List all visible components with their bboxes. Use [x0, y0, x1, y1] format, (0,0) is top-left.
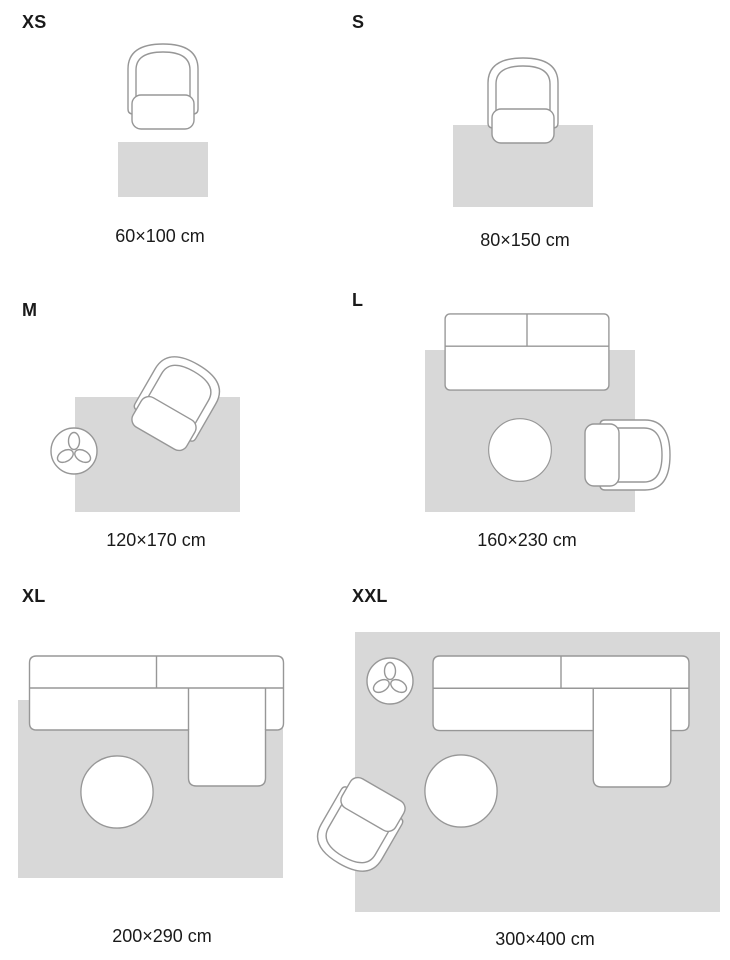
armchair-icon [487, 57, 559, 144]
size-panel-m: M 120×170 cm [0, 288, 340, 586]
size-panel-xxl: XXL 300×400 cm [300, 586, 730, 960]
size-caption-m: 120×170 cm [106, 530, 206, 550]
armchair-icon [127, 43, 199, 130]
size-label-xs: XS [22, 12, 47, 32]
size-caption-l: 160×230 cm [477, 530, 577, 550]
rug-shape [118, 142, 208, 197]
size-label-xxl: XXL [352, 586, 388, 606]
size-caption-xl: 200×290 cm [112, 926, 212, 946]
size-panel-xs: XS 60×100 cm [0, 0, 340, 288]
l-illustration [425, 313, 671, 512]
size-label-l: L [352, 290, 364, 310]
potted-plant-icon [366, 657, 414, 705]
size-caption-xxl: 300×400 cm [495, 929, 595, 949]
size-label-m: M [22, 300, 38, 320]
xl-illustration [18, 655, 285, 878]
size-caption-xs: 60×100 cm [115, 226, 205, 246]
coffee-table-icon [488, 418, 552, 482]
size-label-s: S [352, 12, 365, 32]
coffee-table-icon [424, 754, 498, 828]
s-illustration [453, 57, 593, 207]
size-panel-l: L 160×230 cm [330, 288, 730, 586]
xxl-illustration [307, 632, 720, 912]
potted-plant-icon [50, 427, 98, 475]
size-caption-s: 80×150 cm [480, 230, 570, 250]
size-panel-xl: XL 200×290 cm [0, 586, 340, 960]
coffee-table-icon [80, 755, 154, 829]
sofa-icon [444, 313, 610, 391]
armchair-icon [584, 419, 671, 491]
size-label-xl: XL [22, 586, 46, 606]
m-illustration [50, 346, 240, 512]
size-panel-s: S 80×150 cm [330, 0, 730, 288]
xs-illustration [118, 43, 208, 197]
